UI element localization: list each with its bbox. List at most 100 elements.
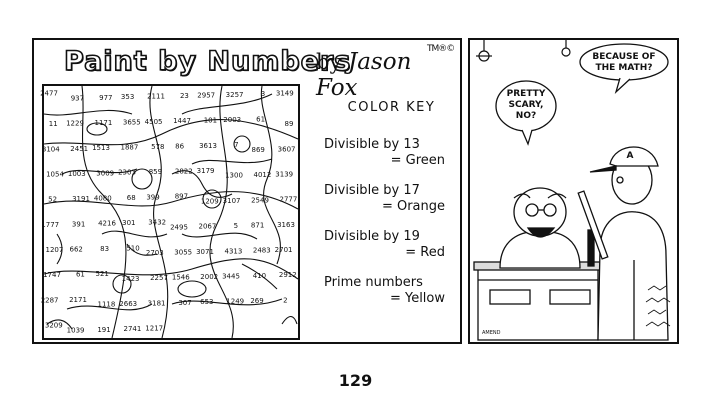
puzzle-number: 7 bbox=[234, 141, 238, 149]
puzzle-number: 3655 bbox=[123, 118, 141, 126]
puzzle-number: 2171 bbox=[69, 296, 87, 304]
puzzle-number: 307 bbox=[178, 299, 191, 307]
puzzle-number: 2957 bbox=[197, 91, 215, 99]
puzzle-number: 4216 bbox=[98, 220, 116, 228]
speech-bubble-right: BECAUSE OF THE MATH? bbox=[579, 43, 669, 95]
page-number: 129 bbox=[338, 371, 373, 390]
scribble-papers bbox=[645, 285, 671, 327]
puzzle-number: 510 bbox=[126, 244, 139, 252]
puzzle-number: 2257 bbox=[150, 274, 168, 282]
puzzle-number: 937 bbox=[71, 94, 84, 102]
key-color: = Orange bbox=[381, 199, 445, 214]
puzzle-number: 859 bbox=[149, 168, 162, 176]
puzzle-number: 2741 bbox=[123, 325, 141, 333]
puzzle-number: 3071 bbox=[196, 248, 214, 256]
trademark-marks: TM®© bbox=[427, 44, 455, 54]
puzzle-number: 2451 bbox=[70, 145, 88, 153]
puzzle-number: 578 bbox=[151, 143, 164, 151]
puzzle-number: 410 bbox=[253, 272, 266, 280]
puzzle-number: 4012 bbox=[253, 171, 271, 179]
key-color: = Yellow bbox=[389, 291, 445, 306]
puzzle-number: 86 bbox=[175, 142, 184, 150]
puzzle-number: 3139 bbox=[275, 171, 293, 179]
cap-letter: A bbox=[627, 151, 634, 161]
bubble-right-line-2: THE MATH? bbox=[595, 63, 652, 73]
puzzle-number: 3104 bbox=[42, 145, 60, 153]
byline: by Jason Fox bbox=[316, 49, 460, 101]
puzzle-number: 3209 bbox=[45, 322, 63, 330]
comic-panel-paint-by-numbers: Paint by Numbers by Jason Fox TM®© bbox=[32, 38, 462, 344]
seated-character bbox=[499, 187, 595, 269]
puzzle-number: 2822 bbox=[175, 168, 193, 176]
puzzle-number: 2495 bbox=[170, 223, 188, 231]
puzzle-number: 3191 bbox=[72, 195, 90, 203]
puzzle-number: 3179 bbox=[197, 167, 215, 175]
puzzle-number: 391 bbox=[72, 220, 85, 228]
puzzle-number: 3613 bbox=[199, 142, 217, 150]
puzzle-number: 3149 bbox=[276, 90, 294, 98]
puzzle-number: 2549 bbox=[251, 196, 269, 204]
key-entry-19: Divisible by 19 = Red bbox=[324, 229, 459, 261]
puzzle-number: 1229 bbox=[66, 120, 84, 128]
puzzle-number: 1207 bbox=[45, 246, 63, 254]
key-rule: Divisible by 17 bbox=[324, 183, 420, 198]
puzzle-number: 2067 bbox=[198, 223, 216, 231]
key-rule: Divisible by 19 bbox=[324, 229, 420, 244]
bubble-left-line-2: SCARY, bbox=[509, 100, 544, 110]
puzzle-number: 2703 bbox=[146, 249, 164, 257]
puzzle-number: 2303 bbox=[118, 169, 136, 177]
puzzle-number: 2701 bbox=[275, 246, 293, 254]
puzzle-number: 897 bbox=[175, 193, 188, 201]
key-color: = Red bbox=[405, 245, 445, 260]
puzzle-number: 1777 bbox=[41, 221, 59, 229]
standing-character bbox=[577, 146, 669, 341]
puzzle-number: 3257 bbox=[226, 91, 244, 99]
puzzle-number: 1546 bbox=[172, 274, 190, 282]
puzzle-number: 1209 bbox=[201, 198, 219, 206]
puzzle-number: 4313 bbox=[224, 247, 242, 255]
artist-signature: AMEND bbox=[482, 330, 501, 336]
puzzle-number: 4080 bbox=[94, 195, 112, 203]
color-key: COLOR KEY Divisible by 13 = Green Divisi… bbox=[324, 100, 459, 321]
puzzle-number: 653 bbox=[200, 298, 213, 306]
reaction-scene: PRETTY SCARY, NO? BECAUSE OF THE MATH? bbox=[473, 40, 671, 341]
puzzle-number: 869 bbox=[252, 146, 265, 154]
puzzle-number: 83 bbox=[100, 245, 109, 253]
puzzle-number: 2477 bbox=[40, 90, 58, 98]
puzzle-number: 871 bbox=[251, 222, 264, 230]
bubble-left-line-3: NO? bbox=[516, 111, 536, 121]
puzzle-number: 2003 bbox=[223, 116, 241, 124]
puzzle-number: 52 bbox=[48, 196, 57, 204]
puzzle-region-lines bbox=[43, 85, 299, 339]
puzzle-number: 301 bbox=[122, 219, 135, 227]
puzzle-number: 662 bbox=[70, 246, 83, 254]
speech-bubble-left: PRETTY SCARY, NO? bbox=[495, 80, 557, 146]
bubble-right-line-1: BECAUSE OF bbox=[592, 52, 655, 62]
key-entry-17: Divisible by 17 = Orange bbox=[324, 183, 459, 215]
puzzle-number: 2 bbox=[283, 296, 287, 304]
desk bbox=[473, 261, 603, 341]
puzzle-number: 1217 bbox=[145, 325, 163, 333]
key-color: = Green bbox=[390, 153, 445, 168]
puzzle-number: 23 bbox=[180, 92, 189, 100]
byline-by: by bbox=[316, 50, 342, 74]
puzzle-number: 1249 bbox=[226, 298, 244, 306]
puzzle-number: 1039 bbox=[67, 326, 85, 334]
comic-panel-reaction: PRETTY SCARY, NO? BECAUSE OF THE MATH? bbox=[468, 38, 679, 344]
puzzle-number: 101 bbox=[204, 117, 217, 125]
key-entry-13: Divisible by 13 = Green bbox=[324, 137, 459, 169]
puzzle-number: 2287 bbox=[41, 296, 59, 304]
puzzle-number: 1447 bbox=[173, 117, 191, 125]
color-key-title: COLOR KEY bbox=[347, 100, 436, 115]
puzzle-number: 1300 bbox=[225, 172, 243, 180]
puzzle-number: 2002 bbox=[200, 273, 218, 281]
puzzle-number: 1171 bbox=[94, 119, 112, 127]
puzzle-number: 1003 bbox=[68, 170, 86, 178]
puzzle-number: 191 bbox=[97, 326, 110, 334]
puzzle-number: 11 bbox=[49, 120, 58, 128]
puzzle-number: 1118 bbox=[97, 301, 115, 309]
puzzle-number: 977 bbox=[99, 94, 112, 102]
puzzle-number: 399 bbox=[146, 193, 159, 201]
